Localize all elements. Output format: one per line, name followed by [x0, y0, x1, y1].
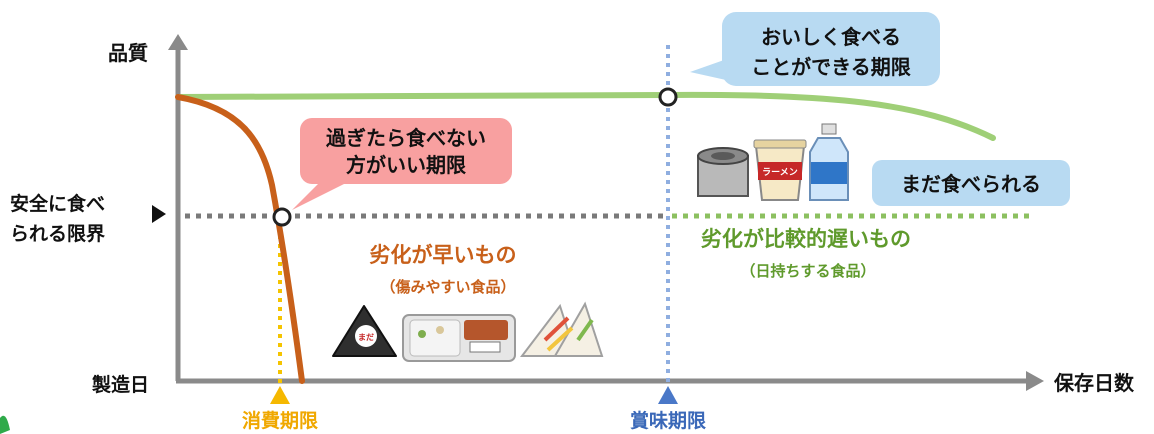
use-by-callout: 過ぎたら食べない 方がいい期限	[292, 118, 512, 210]
cup-ramen-icon: ラーメン	[753, 139, 807, 201]
best-before-label: 賞味期限	[630, 409, 706, 432]
origin-label: 製造日	[91, 373, 149, 396]
long-life-title: 劣化が比較的遅いもの	[701, 227, 911, 251]
rice-ball-icon: まだ	[332, 305, 397, 357]
use-by-callout-line2: 方がいい期限	[346, 153, 466, 177]
still-edible-box	[872, 160, 1070, 206]
use-by-callout-line1: 過ぎたら食べない	[326, 126, 486, 150]
axes	[168, 34, 1044, 391]
perishable-subtitle: （傷みやすい食品）	[380, 278, 515, 296]
x-axis-arrow-icon	[1026, 371, 1044, 391]
y-axis-arrow-icon	[168, 34, 188, 50]
rice-ball-text: まだ	[358, 333, 374, 342]
best-before-callout-box	[722, 12, 940, 86]
best-before-marker-icon	[658, 386, 678, 404]
canned-food-icon	[697, 147, 749, 197]
pointer-triangle-icon	[152, 205, 166, 223]
long-life-subtitle: （日持ちする食品）	[740, 262, 875, 280]
corner-leaf-icon	[0, 415, 10, 434]
y-axis-label: 品質	[108, 41, 148, 65]
still-edible-label: まだ食べられる	[901, 172, 1041, 196]
best-before-callout-line2: ことができる期限	[751, 55, 911, 79]
perishable-quality-curve	[175, 94, 305, 384]
sandwich-icon	[519, 301, 604, 357]
water-bottle-icon	[809, 123, 849, 201]
long-life-quality-curve	[175, 91, 996, 141]
best-before-point	[658, 87, 678, 107]
use-by-point	[272, 207, 292, 227]
use-by-label: 消費期限	[242, 409, 318, 432]
x-axis-label: 保存日数	[1053, 371, 1135, 395]
use-by-marker-icon	[270, 386, 290, 404]
bento-box-icon	[402, 314, 516, 362]
cup-ramen-text: ラーメン	[762, 167, 798, 178]
safety-limit-label-line1: 安全に食べ	[10, 192, 105, 215]
best-before-callout-line1: おいしく食べる	[761, 25, 901, 49]
use-by-callout-box	[300, 118, 512, 184]
safety-limit-label-line2: られる限界	[10, 223, 105, 245]
perishable-title: 劣化が早いもの	[370, 243, 517, 267]
best-before-callout: おいしく食べる ことができる期限	[690, 12, 940, 86]
